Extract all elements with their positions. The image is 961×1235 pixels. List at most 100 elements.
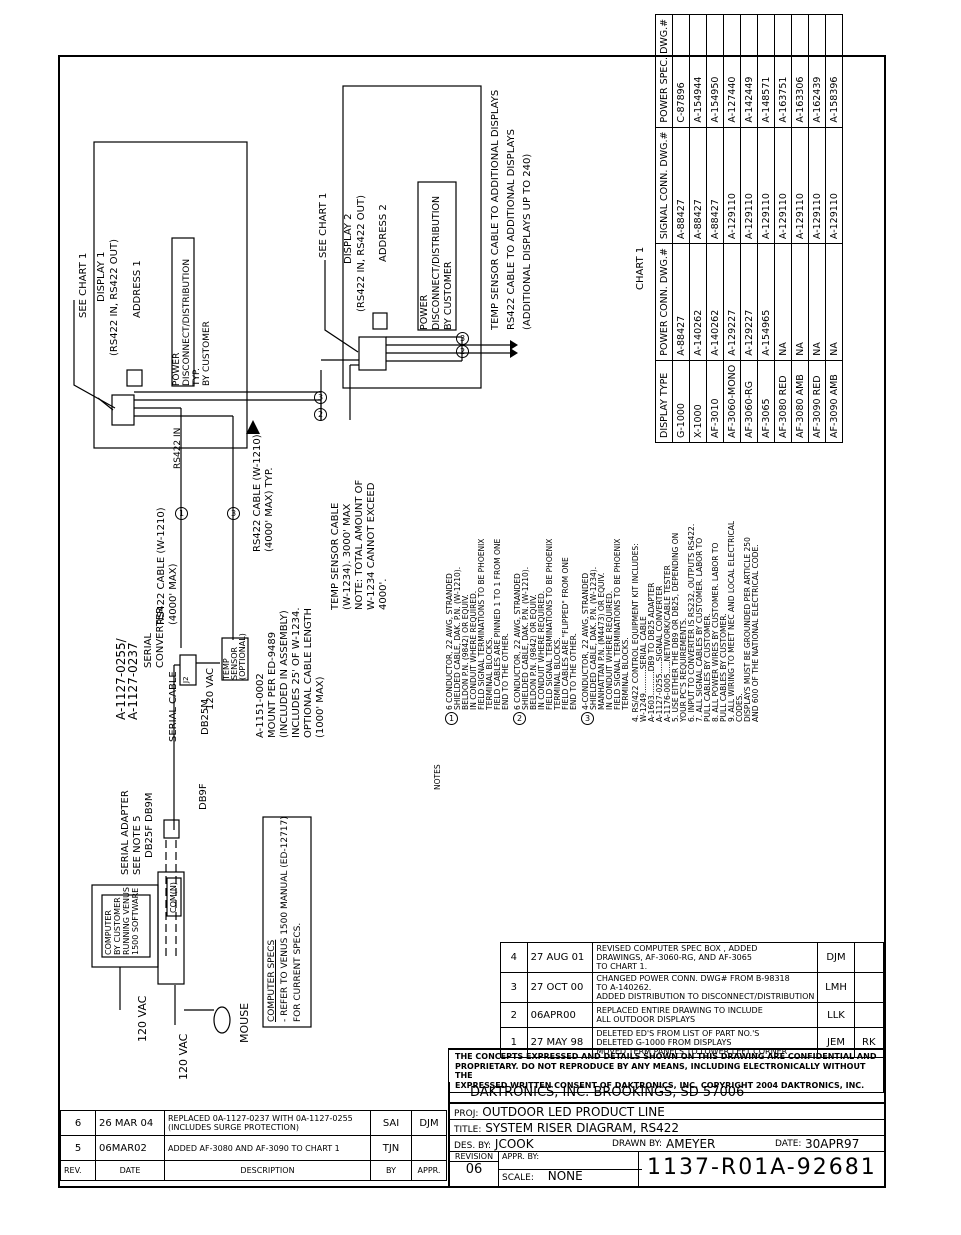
revision-cell: LLK bbox=[817, 1002, 855, 1028]
display-1-box bbox=[93, 141, 248, 449]
chart-cell: G-1000 bbox=[672, 360, 690, 443]
display-1-title: DISPLAY 1 bbox=[96, 251, 107, 302]
display-2-address: ADDRESS 2 bbox=[378, 204, 389, 262]
chart-cell: A-148571 bbox=[757, 14, 775, 128]
display-2-junction bbox=[358, 336, 387, 371]
rs422-in-label: RS422 IN bbox=[173, 427, 183, 469]
chart-1-table: DISPLAY TYPE POWER CONN. DWG.# SIGNAL CO… bbox=[655, 14, 843, 443]
display-1-see-chart: SEE CHART 1 bbox=[78, 252, 89, 318]
chart-cell: AF-3090 RED bbox=[808, 360, 826, 443]
title-block: DAKTRONICS, INC. BROOKINGS, SD 57006 PRO… bbox=[448, 1082, 886, 1186]
revision-cell: DJM bbox=[411, 1110, 447, 1136]
drawing-title: SYSTEM RISER DIAGRAM, RS422 bbox=[485, 1121, 680, 1135]
revision-cell: 06MAR02 bbox=[95, 1135, 165, 1161]
chart-cell: A-129227 bbox=[723, 243, 741, 361]
computer-specs: COMPUTER SPECS - REFER TO VENUS 1500 MAN… bbox=[267, 816, 303, 1022]
circle-2-display-2: 2 bbox=[456, 345, 469, 358]
rev-col-appr: APPR. bbox=[411, 1160, 447, 1181]
chart-cell: NA bbox=[791, 243, 809, 361]
chart-cell: NA bbox=[808, 243, 826, 361]
additional-displays-label: TEMP SENSOR CABLE TO ADDITIONAL DISPLAYS… bbox=[490, 89, 533, 330]
revision-cell bbox=[411, 1135, 447, 1161]
note-2-circle: 2 bbox=[513, 712, 526, 725]
circle-3-run: 3 bbox=[314, 391, 327, 404]
project-name: OUTDOOR LED PRODUCT LINE bbox=[482, 1105, 665, 1119]
chart-cell: A-129110 bbox=[740, 127, 758, 244]
chart-cell: A-129110 bbox=[825, 127, 843, 244]
chart-cell: NA bbox=[825, 243, 843, 361]
revision-cell: REVISION 06 bbox=[450, 1152, 499, 1186]
mouse bbox=[213, 1006, 231, 1034]
revision-cell: REPLACED 0A-1127-0237 WITH 0A-1127-0255(… bbox=[164, 1110, 371, 1136]
circle-3-display-2: 3 bbox=[456, 332, 469, 345]
com-port bbox=[166, 877, 182, 917]
chart-cell: A-88427 bbox=[689, 127, 707, 244]
temp-sensor-box bbox=[221, 637, 249, 681]
circle-1-run: 1 bbox=[175, 507, 188, 520]
chart-cell: A-129110 bbox=[791, 127, 809, 244]
power-box-2 bbox=[417, 181, 457, 331]
db9m-label: DB9M bbox=[144, 792, 155, 822]
chart-cell: AF-3080 AMB bbox=[791, 360, 809, 443]
rev-col-by: BY bbox=[370, 1160, 412, 1181]
chart-cell: AF-3065 bbox=[757, 360, 775, 443]
chart-cell: A-88427 bbox=[706, 127, 724, 244]
display-1-terminal bbox=[126, 369, 143, 387]
display-2-terminal bbox=[372, 312, 388, 330]
chart-cell: A-163751 bbox=[774, 14, 792, 128]
revision-cell: LMH bbox=[817, 972, 855, 1003]
revision-cell: 3 bbox=[500, 972, 528, 1003]
notes-rest: 4. RS/422 CONTROL EQUIPMENT KIT INCLUDES… bbox=[631, 520, 760, 722]
project-row: PROJ: OUTDOOR LED PRODUCT LINE bbox=[450, 1104, 886, 1120]
chart-col-signal-conn: SIGNAL CONN. DWG.# bbox=[655, 127, 673, 244]
chart-cell: A-129227 bbox=[740, 243, 758, 361]
revision-cell: TJN bbox=[370, 1135, 412, 1161]
revision-cell bbox=[853, 942, 885, 973]
note-1-circle: 1 bbox=[445, 712, 458, 725]
chart-cell: C-87896 bbox=[672, 14, 690, 128]
display-1-address: ADDRESS 1 bbox=[132, 260, 143, 318]
chart-cell: A-140262 bbox=[706, 243, 724, 361]
rs422-cable-b-label: RS422 CABLE (W-1210)(4000' MAX) TYP. bbox=[252, 434, 275, 552]
chart-cell: AF-3080 RED bbox=[774, 360, 792, 443]
revision-cell: 06APR00 bbox=[526, 1002, 594, 1028]
chart-col-power-conn: POWER CONN. DWG.# bbox=[655, 243, 673, 361]
revision-cell: 27 MAY 98 bbox=[526, 1027, 594, 1058]
revision-cell: 27 OCT 00 bbox=[526, 972, 594, 1003]
revision-cell: 4 bbox=[500, 942, 528, 973]
chart-cell: A-162439 bbox=[808, 14, 826, 128]
chart-cell: A-163306 bbox=[791, 14, 809, 128]
revision-cell: DJM bbox=[817, 942, 855, 973]
converter-ports: J2 bbox=[182, 676, 190, 683]
revision-cell: 5 bbox=[60, 1135, 96, 1161]
computer-vac-2: 120 VAC bbox=[177, 1033, 190, 1080]
chart-cell: AF-3060-RG bbox=[740, 360, 758, 443]
revision-cell bbox=[853, 1002, 885, 1028]
drawing-frame bbox=[58, 55, 886, 1188]
revision-cell: 27 AUG 01 bbox=[526, 942, 594, 973]
db25f-label: DB25F bbox=[144, 824, 155, 858]
revision-cell: 2 bbox=[500, 1002, 528, 1028]
revision-cell: RK bbox=[853, 1027, 885, 1058]
designer-row: DES. BY: JCOOK DRAWN BY:AMEYER DATE:30AP… bbox=[450, 1136, 886, 1152]
display-2-title: DISPLAY 2 bbox=[343, 213, 354, 264]
chart-cell: X-1000 bbox=[689, 360, 707, 443]
chart-cell: AF-3090 AMB bbox=[825, 360, 843, 443]
circle-3-run-b: 3 bbox=[227, 507, 240, 520]
